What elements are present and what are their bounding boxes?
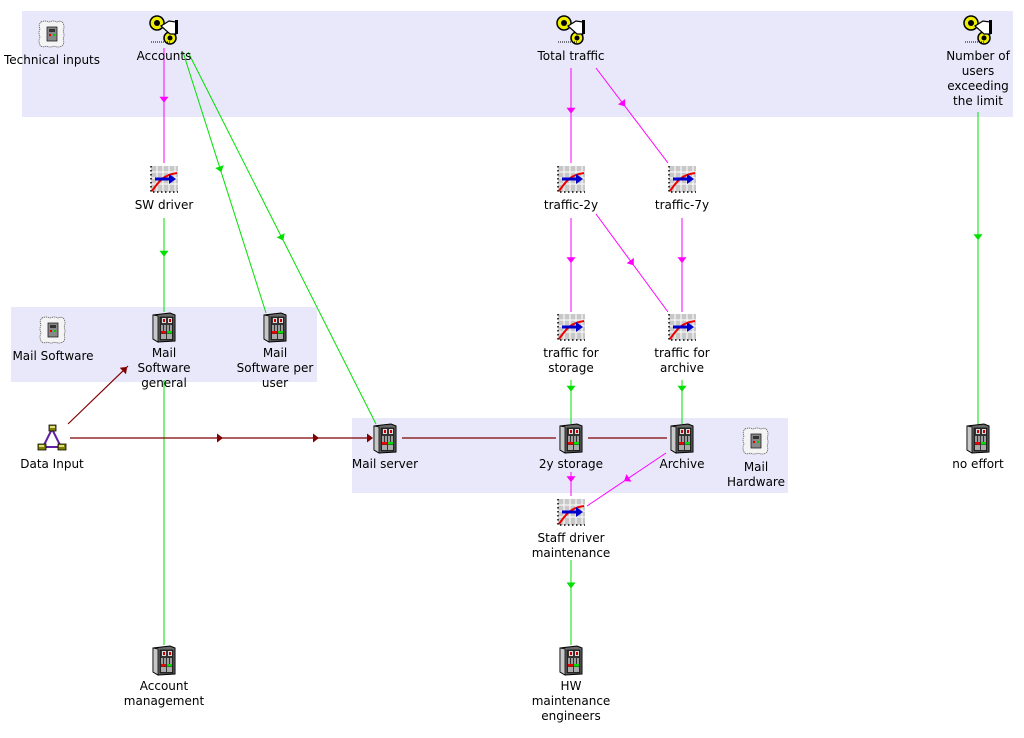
node-label: Mail Hardware [727,460,785,489]
node-mail-software-per-user[interactable]: Mail Software per user [220,311,330,391]
module-folder-icon [742,427,769,455]
arrowhead-icon [566,107,576,114]
node-account-management[interactable]: Account management [109,644,219,709]
node-sw-driver[interactable]: SW driver [109,163,219,213]
node-mail-software[interactable]: Mail Software [0,314,108,364]
driver-chart-icon [557,499,585,526]
arrowhead-icon [217,433,223,443]
arrowhead-icon [626,257,634,266]
node-traffic-storage[interactable]: traffic for storage [516,311,626,376]
node-archive[interactable]: Archive [627,422,737,472]
resource-cabinet-icon [966,423,990,454]
node-label: Technical inputs [3,53,101,67]
data-input-triangle-icon [37,424,67,451]
arrowhead-icon [276,233,285,241]
arrowhead-icon [566,582,576,589]
driver-chart-icon [150,166,178,193]
arrowhead-icon [566,257,576,264]
node-label: SW driver [134,198,194,212]
node-label: traffic-2y [543,198,599,212]
arrowhead-icon [119,366,128,375]
arrowhead-icon [367,433,373,443]
node-total-traffic[interactable]: Total traffic [516,14,626,64]
module-folder-icon [39,316,66,344]
arrowhead-icon [677,257,687,264]
node-label: Mail server [351,457,419,471]
node-label: Mail Software per user [236,346,314,390]
node-technical-inputs[interactable]: Technical inputs [0,18,107,68]
node-mail-hardware[interactable]: Mail Hardware [701,425,811,490]
resource-cabinet-icon [559,423,583,454]
edge-total-traffic-to-traffic-7y[interactable] [595,67,669,164]
driver-chart-icon [668,314,696,341]
node-users-exceeding[interactable]: Number of users exceeding the limit [923,14,1024,109]
node-label: 2y storage [538,457,604,471]
node-label: Number of users exceeding the limit [946,49,1010,108]
node-label: Staff driver maintenance [531,531,611,560]
node-no-effort[interactable]: no effort [923,422,1024,472]
node-label: Accounts [136,49,192,63]
arrowhead-icon [624,474,632,482]
arrowhead-icon [677,385,687,392]
node-traffic-2y[interactable]: traffic-2y [516,163,626,213]
driver-chart-icon [557,314,585,341]
arrowhead-icon [159,96,169,103]
arrowhead-icon [566,385,576,392]
input-dial-hand-icon [149,15,178,45]
node-staff-driver[interactable]: Staff driver maintenance [516,496,626,561]
arrowhead-icon [215,165,224,173]
node-label: Mail Software general [137,346,191,390]
node-traffic-7y[interactable]: traffic-7y [627,163,737,213]
node-label: traffic for storage [543,346,599,375]
driver-chart-icon [557,166,585,193]
module-folder-icon [38,20,65,48]
edge-data-input-to-mail-software-general[interactable] [67,365,129,425]
resource-cabinet-icon [263,312,287,343]
node-label: Total traffic [537,49,605,63]
node-label: no effort [952,457,1004,471]
resource-cabinet-icon [152,312,176,343]
node-2y-storage[interactable]: 2y storage [516,422,626,472]
arrowhead-icon [313,433,319,443]
node-mail-server[interactable]: Mail server [330,422,440,472]
node-label: traffic-7y [654,198,710,212]
resource-cabinet-icon [152,645,176,676]
node-label: traffic for archive [654,346,710,375]
input-dial-hand-icon [556,15,585,45]
node-label: Archive [659,457,705,471]
node-hw-engineers[interactable]: HW maintenance engineers [516,644,626,724]
node-accounts[interactable]: Accounts [109,14,219,64]
node-label: Account management [123,679,205,708]
driver-chart-icon [668,166,696,193]
input-dial-hand-icon [963,15,992,45]
resource-cabinet-icon [559,645,583,676]
arrowhead-icon [159,250,169,257]
arrowhead-icon [973,234,983,241]
resource-cabinet-icon [373,423,397,454]
node-label: Mail Software [12,349,94,363]
arrowhead-icon [617,98,626,107]
edge-accounts-to-mail-software-per-user[interactable] [182,51,267,314]
resource-cabinet-icon [670,423,694,454]
node-data-input[interactable]: Data Input [0,422,107,472]
arrowhead-icon [566,476,576,483]
node-label: Data Input [20,457,84,471]
node-label: HW maintenance engineers [531,679,611,723]
node-mail-software-general[interactable]: Mail Software general [109,311,219,391]
node-traffic-archive[interactable]: traffic for archive [627,311,737,376]
